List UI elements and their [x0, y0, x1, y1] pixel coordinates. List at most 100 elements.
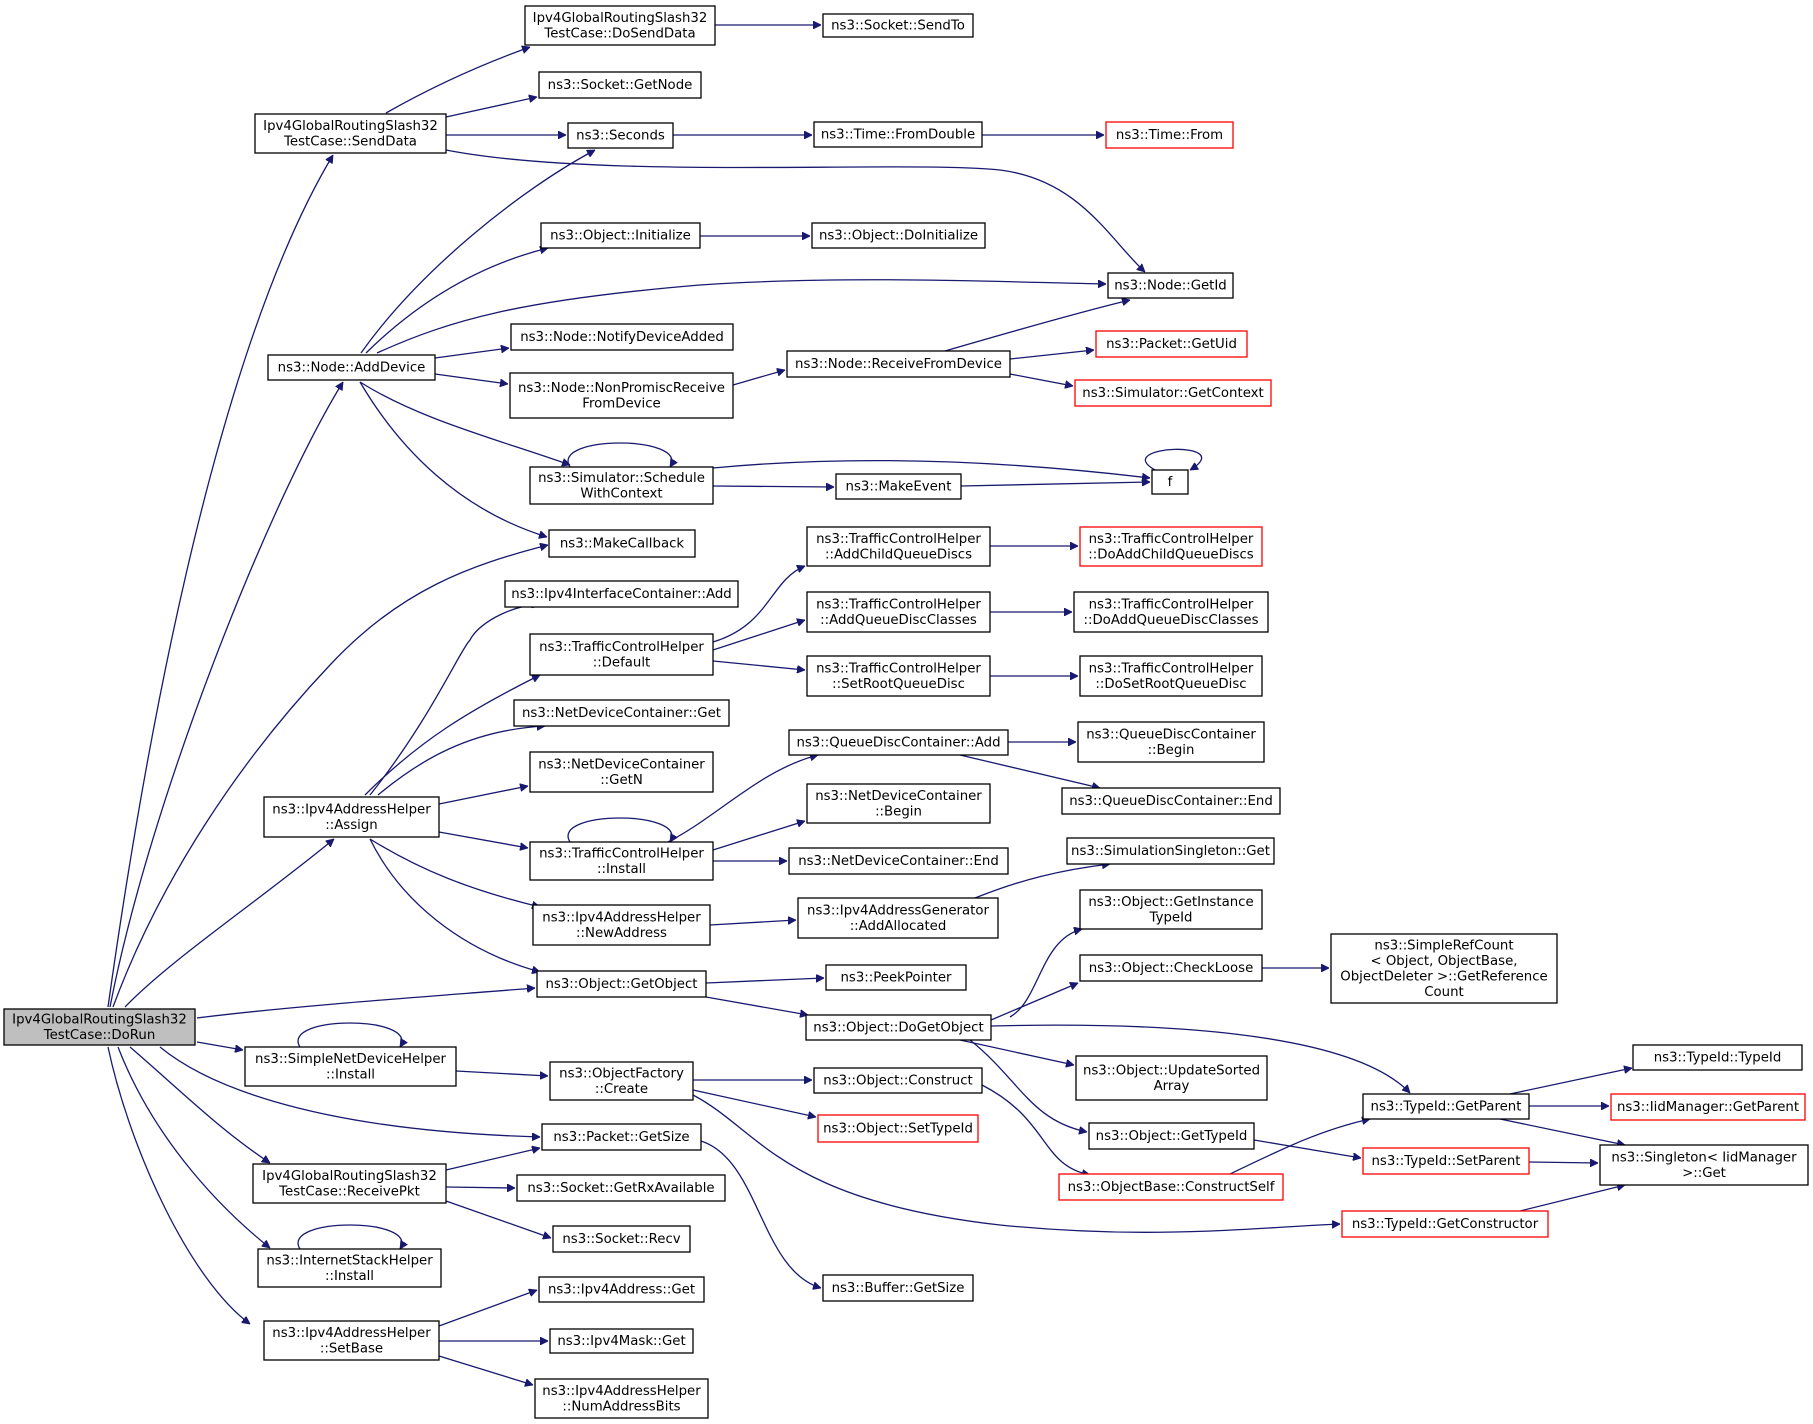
function-node-label: ns3::TypeId::GetConstructor	[1352, 1217, 1539, 1232]
call-edge-schedctx-to-f	[712, 460, 1150, 478]
function-node-tchdoaddqdc[interactable]: ns3::TrafficControlHelper::DoAddQueueDis…	[1073, 591, 1269, 633]
function-node-simplerefcount[interactable]: ns3::SimpleRefCount< Object, ObjectBase,…	[1330, 933, 1558, 1004]
function-node-ndcgetn[interactable]: ns3::NetDeviceContainer::GetN	[529, 751, 714, 793]
function-node-fromdouble[interactable]: ns3::Time::FromDouble	[813, 121, 983, 148]
function-node-label: Ipv4GlobalRoutingSlash32	[533, 11, 708, 26]
function-node-ishinstall[interactable]: ns3::InternetStackHelper::Install	[257, 1248, 442, 1288]
function-node-dogetobject[interactable]: ns3::Object::DoGetObject	[805, 1014, 992, 1041]
function-node-ndcend[interactable]: ns3::NetDeviceContainer::End	[788, 847, 1009, 875]
function-node-simgetctx[interactable]: ns3::Simulator::GetContext	[1074, 379, 1272, 407]
function-node-objinit[interactable]: ns3::Object::Initialize	[540, 222, 701, 249]
function-node-bufgetsize[interactable]: ns3::Buffer::GetSize	[822, 1274, 974, 1302]
function-node-objfactcreate[interactable]: ns3::ObjectFactory::Create	[549, 1061, 694, 1101]
function-node-label: ns3::NetDeviceContainer	[815, 789, 982, 804]
function-node-label: ns3::Packet::GetUid	[1106, 337, 1237, 352]
function-node-ndcget[interactable]: ns3::NetDeviceContainer::Get	[513, 699, 730, 727]
function-node-makeevent[interactable]: ns3::MakeEvent	[835, 473, 962, 500]
function-node-qdcbegin[interactable]: ns3::QueueDiscContainer::Begin	[1077, 721, 1265, 763]
call-edge-objfactcreate-to-objsettid	[692, 1089, 816, 1117]
function-node-notifydev[interactable]: ns3::Node::NotifyDeviceAdded	[510, 323, 734, 351]
function-node-sendto[interactable]: ns3::Socket::SendTo	[822, 13, 974, 38]
call-edge-dorun-to-pktgetsize	[159, 1046, 540, 1137]
function-node-label: ::Begin	[1148, 743, 1195, 758]
function-node-tchsetroot[interactable]: ns3::TrafficControlHelper::SetRootQueueD…	[806, 655, 991, 697]
function-node-singletonget[interactable]: ns3::Singleton< IidManager>::Get	[1599, 1144, 1809, 1186]
function-node-peekpointer[interactable]: ns3::PeekPointer	[825, 964, 967, 991]
call-edge-dorun-to-adddevice	[109, 382, 344, 1008]
function-node-pktgetsize[interactable]: ns3::Packet::GetSize	[541, 1123, 702, 1151]
function-node-socketgetnode[interactable]: ns3::Socket::GetNode	[538, 71, 702, 99]
function-node-label: ns3::Object::UpdateSorted	[1083, 1063, 1260, 1078]
function-node-tchinstall[interactable]: ns3::TrafficControlHelper::Install	[529, 841, 714, 881]
function-node-qdcadd[interactable]: ns3::QueueDiscContainer::Add	[788, 729, 1009, 756]
function-node-label: ns3::Node::NonPromiscReceive	[518, 381, 725, 396]
function-node-label: ns3::Object::DoGetObject	[813, 1021, 983, 1036]
call-edge-tidgetparent-to-singletonget	[1499, 1118, 1625, 1145]
function-node-simsingleton[interactable]: ns3::SimulationSingleton::Get	[1066, 837, 1275, 865]
function-node-seconds[interactable]: ns3::Seconds	[567, 122, 674, 149]
function-node-label: ns3::TrafficControlHelper	[539, 846, 704, 861]
function-node-label: ns3::Packet::GetSize	[553, 1130, 689, 1145]
function-node-tchdoaddchild[interactable]: ns3::TrafficControlHelper::DoAddChildQue…	[1079, 526, 1263, 567]
function-node-tidgetparent[interactable]: ns3::TypeId::GetParent	[1362, 1093, 1530, 1120]
function-node-objgettid[interactable]: ns3::Object::GetTypeId	[1088, 1122, 1255, 1150]
function-node-newaddress[interactable]: ns3::Ipv4AddressHelper::NewAddress	[532, 904, 711, 946]
function-node-ipv4maskget[interactable]: ns3::Ipv4Mask::Get	[549, 1328, 694, 1354]
function-node-label: ns3::ObjectBase::ConstructSelf	[1068, 1180, 1275, 1195]
function-node-tchdosetroot[interactable]: ns3::TrafficControlHelper::DoSetRootQueu…	[1079, 655, 1263, 697]
function-node-tchdefault[interactable]: ns3::TrafficControlHelper::Default	[529, 633, 714, 676]
call-edge-nonpromisc-to-recvfromdev	[732, 370, 785, 386]
call-edge-setbase-to-numaddrbits	[438, 1355, 533, 1385]
function-node-label: < Object, ObjectBase,	[1370, 954, 1517, 969]
function-node-getobject[interactable]: ns3::Object::GetObject	[536, 970, 707, 998]
function-node-setbase[interactable]: ns3::Ipv4AddressHelper::SetBase	[263, 1320, 440, 1361]
function-node-senddata[interactable]: Ipv4GlobalRoutingSlash32TestCase::SendDa…	[254, 113, 447, 154]
function-node-dosenddata[interactable]: Ipv4GlobalRoutingSlash32TestCase::DoSend…	[524, 5, 716, 46]
function-node-tchaddchild[interactable]: ns3::TrafficControlHelper::AddChildQueue…	[806, 526, 991, 567]
function-node-tidgetctor[interactable]: ns3::TypeId::GetConstructor	[1341, 1210, 1549, 1238]
call-edge-adddevice-to-schedctx	[359, 381, 570, 465]
function-node-nodegetid[interactable]: ns3::Node::GetId	[1107, 272, 1234, 299]
function-node-simplendhinstall[interactable]: ns3::SimpleNetDeviceHelper::Install	[244, 1046, 457, 1087]
function-node-timefrom[interactable]: ns3::Time::From	[1105, 121, 1234, 149]
function-node-label: Ipv4GlobalRoutingSlash32	[263, 119, 438, 134]
function-node-pktgetuid[interactable]: ns3::Packet::GetUid	[1095, 330, 1248, 358]
function-node-objsettid[interactable]: ns3::Object::SetTypeId	[817, 1114, 979, 1143]
function-node-receivepkt[interactable]: Ipv4GlobalRoutingSlash32TestCase::Receiv…	[252, 1163, 447, 1204]
function-node-tidsetparent[interactable]: ns3::TypeId::SetParent	[1362, 1147, 1530, 1175]
function-node-numaddrbits[interactable]: ns3::Ipv4AddressHelper::NumAddressBits	[534, 1378, 709, 1419]
call-edge-receivepkt-to-getrxavail	[445, 1187, 515, 1188]
function-node-objconstruct[interactable]: ns3::Object::Construct	[813, 1067, 983, 1094]
function-node-socketrecv[interactable]: ns3::Socket::Recv	[552, 1225, 691, 1253]
function-node-ipv4ifcadd[interactable]: ns3::Ipv4InterfaceContainer::Add	[504, 580, 739, 608]
function-node-tchaddqdc[interactable]: ns3::TrafficControlHelper::AddQueueDiscC…	[806, 591, 991, 633]
function-node-adddevice[interactable]: ns3::Node::AddDevice	[267, 354, 436, 381]
function-node-label: TestCase::SendData	[283, 134, 417, 149]
function-node-label: ns3::Singleton< IidManager	[1611, 1150, 1797, 1165]
call-edge-addallocated-to-simsingleton	[974, 864, 1110, 899]
function-node-addallocated[interactable]: ns3::Ipv4AddressGenerator::AddAllocated	[797, 897, 999, 939]
call-edge-tchinstall-to-tchinstall	[567, 817, 672, 842]
function-node-qdcend[interactable]: ns3::QueueDiscContainer::End	[1061, 787, 1281, 815]
call-edge-simplendhinstall-to-objfactcreate	[455, 1070, 548, 1076]
function-node-iidgetparent[interactable]: ns3::IidManager::GetParent	[1610, 1093, 1806, 1121]
function-node-objdoinit[interactable]: ns3::Object::DoInitialize	[811, 222, 986, 249]
function-node-label: ns3::QueueDiscContainer::End	[1069, 794, 1273, 809]
function-node-ndcbegin[interactable]: ns3::NetDeviceContainer::Begin	[806, 783, 991, 824]
function-node-tidtypeid[interactable]: ns3::TypeId::TypeId	[1632, 1044, 1803, 1071]
function-node-makecallback[interactable]: ns3::MakeCallback	[548, 529, 696, 558]
function-node-f[interactable]: f	[1151, 469, 1189, 495]
function-node-label: ns3::Object::GetObject	[545, 977, 697, 992]
function-node-assign[interactable]: ns3::Ipv4AddressHelper::Assign	[263, 796, 440, 838]
function-node-constructself[interactable]: ns3::ObjectBase::ConstructSelf	[1058, 1173, 1284, 1201]
function-node-recvfromdev[interactable]: ns3::Node::ReceiveFromDevice	[786, 350, 1011, 378]
function-node-getrxavail[interactable]: ns3::Socket::GetRxAvailable	[516, 1174, 726, 1202]
function-node-checkloose[interactable]: ns3::Object::CheckLoose	[1079, 954, 1263, 982]
function-node-label: ns3::NetDeviceContainer::Get	[522, 706, 721, 721]
function-node-ipv4addrget[interactable]: ns3::Ipv4Address::Get	[538, 1276, 705, 1303]
